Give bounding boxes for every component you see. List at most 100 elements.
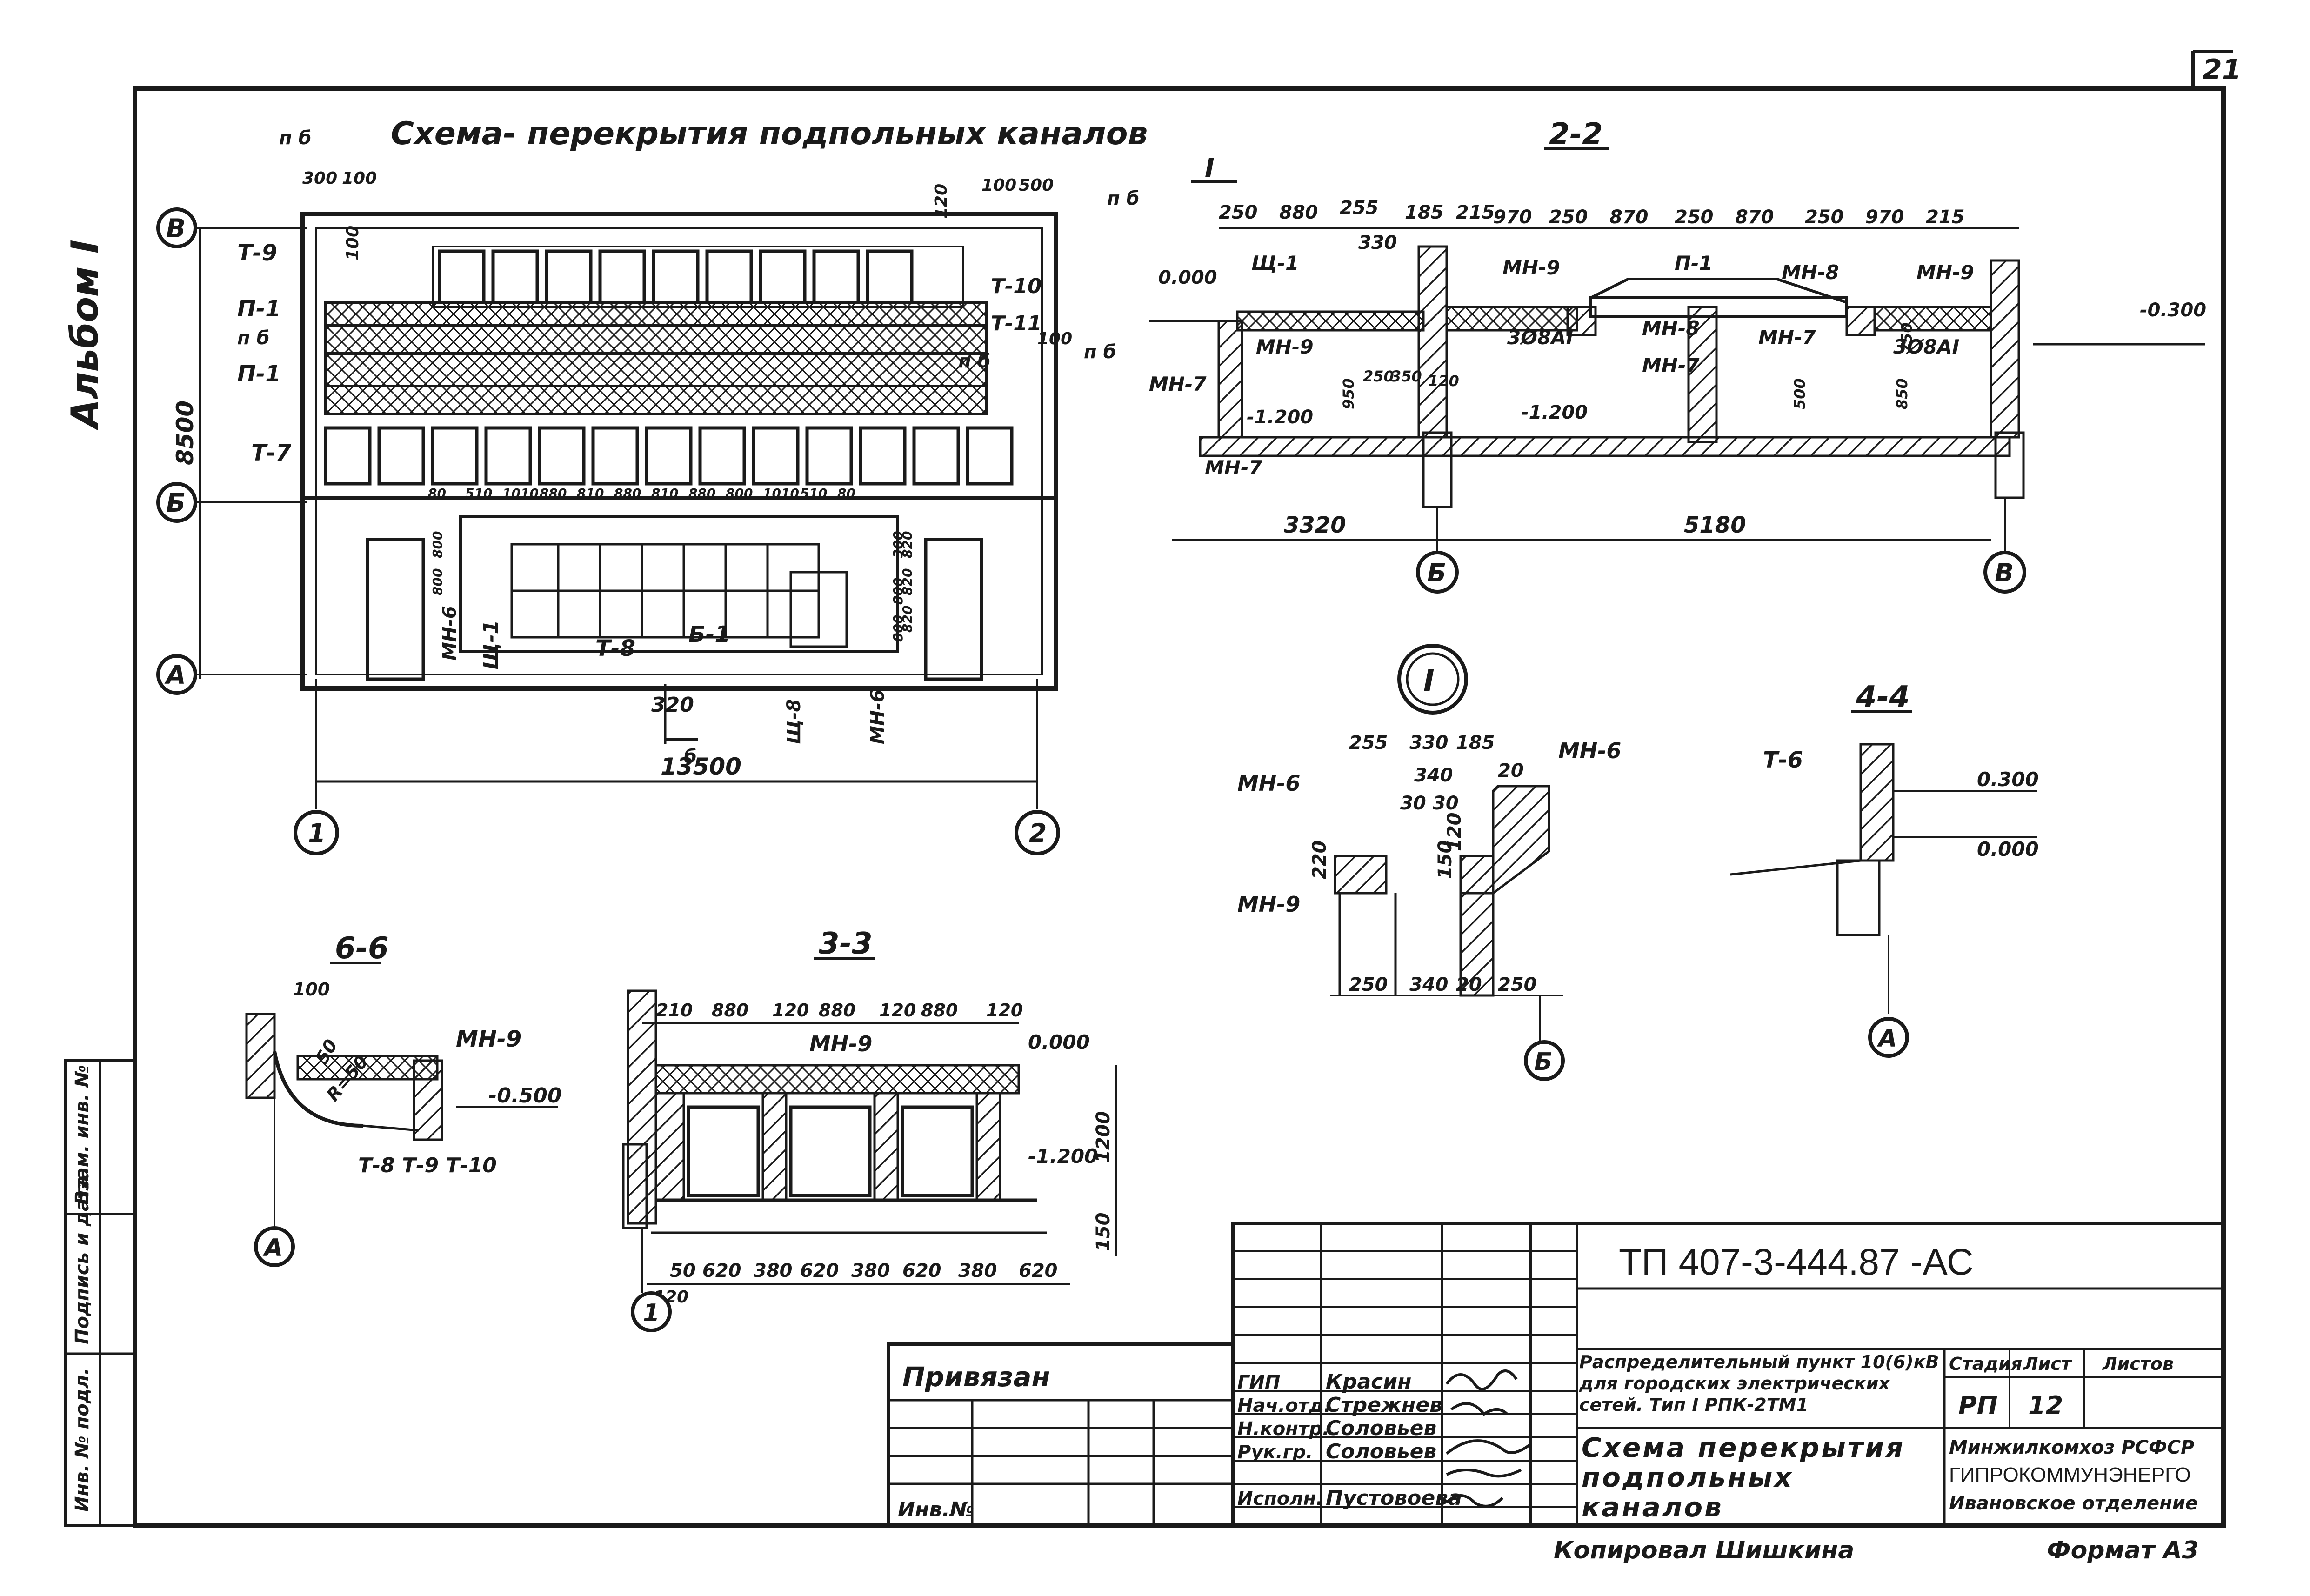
svg-text:Рук.гр.: Рук.гр. [1237, 1442, 1313, 1463]
section-6-6-label-b: Т-8 Т-9 Т-10 [358, 1154, 497, 1177]
side-stamp: Инв. № подл. Подпись и дата Взам. инв. № [64, 1059, 136, 1527]
format-label: Формат А3 [2047, 1536, 2199, 1564]
svg-text:800: 800 [430, 531, 445, 558]
svg-text:880: 880 [712, 1000, 748, 1021]
svg-text:80: 80 [428, 486, 446, 501]
svg-text:870: 870 [1735, 207, 1774, 228]
stamp-names: Красин Стрежнев Соловьев Соловьев Пустов… [1326, 1370, 1462, 1510]
svg-text:255: 255 [1349, 732, 1388, 754]
svg-text:220: 220 [1309, 841, 1330, 880]
stamp-sheet-no: 12 [2028, 1391, 2063, 1420]
section-4-4-label: Т-6 [1763, 747, 1803, 773]
svg-text:620: 620 [902, 1260, 941, 1282]
svg-text:870: 870 [1609, 207, 1649, 228]
svg-text:380: 380 [754, 1260, 793, 1282]
svg-text:-1.200: -1.200 [1247, 407, 1313, 428]
svg-text:820: 820 [900, 606, 915, 633]
plan-dim-bottom: 320 [651, 693, 694, 717]
album-label: Альбом I [63, 240, 107, 431]
detail-I-marker: I [1423, 664, 1435, 698]
svg-text:185: 185 [1405, 202, 1444, 223]
svg-text:1010: 1010 [502, 486, 539, 501]
svg-text:А: А [262, 1234, 283, 1262]
plan-label-sch8: Щ-8 [783, 699, 805, 744]
svg-text:Соловьев: Соловьев [1326, 1416, 1436, 1440]
section-2-2-dim-a: 3320 [1284, 512, 1346, 538]
plan-label-t8: Т-8 [595, 635, 635, 661]
svg-text:210: 210 [656, 1000, 693, 1021]
svg-text:МН-9: МН-9 [1502, 256, 1560, 279]
svg-text:3Ø8АI: 3Ø8АI [1893, 335, 1959, 358]
svg-text:880: 880 [1279, 202, 1318, 223]
section-mark-6: б [684, 746, 697, 768]
side-stamp-sign: Подпись и дата [72, 1175, 93, 1344]
axis-bubble-2: 2 [1015, 810, 1060, 855]
svg-text:П-1: П-1 [1675, 252, 1713, 274]
svg-text:215: 215 [1926, 207, 1965, 228]
section-2-2-dims-top: 250 880 255 185 215 970 250 870 250 870 … [1219, 197, 1965, 254]
svg-text:810: 810 [577, 486, 604, 501]
section-6-6-label-a: МН-9 [456, 1026, 521, 1052]
svg-text:150: 150 [1435, 841, 1456, 880]
section-4-4-level-a: 0.300 [1977, 768, 2039, 791]
section-2-2-labels: Щ-1 МН-9 МН-7 МН-7 МН-9 П-1 МН-8 МН-8 МН… [1149, 252, 1974, 479]
svg-text:100: 100 [1037, 329, 1072, 348]
stamp-stage: РП [1958, 1391, 1998, 1420]
section-3-3-label: МН-9 [809, 1031, 872, 1056]
svg-text:В: В [166, 214, 186, 243]
svg-text:0.000: 0.000 [1158, 267, 1217, 288]
svg-text:500: 500 [1791, 378, 1809, 409]
plan-label-t10: Т-10 [991, 274, 1042, 298]
svg-text:340: 340 [1409, 974, 1449, 995]
section-2-2-dim-b: 5180 [1684, 512, 1746, 538]
svg-text:А: А [1876, 1025, 1897, 1053]
svg-text:330: 330 [1358, 232, 1397, 254]
side-stamp-replace: Взам. инв. № [72, 1065, 93, 1205]
svg-text:750: 750 [1898, 322, 1916, 354]
svg-text:120: 120 [1444, 813, 1465, 852]
svg-text:Б: Б [1534, 1048, 1553, 1076]
svg-text:120: 120 [772, 1000, 809, 1021]
svg-text:250: 250 [1363, 367, 1394, 385]
stamp-org-3: Ивановское отделение [1949, 1493, 2198, 1514]
svg-text:810: 810 [651, 486, 678, 501]
plan-overall-length: 13500 [661, 753, 741, 780]
svg-text:1010: 1010 [763, 486, 799, 501]
svg-text:МН-7: МН-7 [1149, 373, 1207, 395]
svg-text:620: 620 [800, 1260, 839, 1282]
svg-text:510: 510 [800, 486, 827, 501]
detail-I: I 255 330 185 340 30 30 20 220 150 120 2… [1237, 644, 1621, 1081]
svg-text:1: 1 [308, 818, 326, 848]
svg-text:820: 820 [900, 568, 915, 595]
svg-text:50: 50 [670, 1260, 696, 1282]
svg-text:120: 120 [932, 184, 951, 219]
svg-text:150: 150 [1093, 1213, 1114, 1252]
svg-text:МН-7: МН-7 [1205, 456, 1262, 479]
svg-text:100: 100 [293, 979, 330, 1000]
svg-text:250: 250 [1349, 974, 1388, 995]
side-stamp-inv: Инв. № подл. [72, 1368, 93, 1512]
sheet-frame: 2 1 Альбом I [63, 50, 2242, 1528]
svg-text:Красин: Красин [1326, 1370, 1411, 1394]
top-slots [432, 246, 964, 308]
svg-text:МН-9: МН-9 [1237, 892, 1300, 917]
stamp-code: ТП 407-3-444.87 -АС [1619, 1241, 1974, 1282]
svg-text:Н.контр.: Н.контр. [1237, 1418, 1329, 1440]
svg-text:800: 800 [890, 615, 906, 642]
svg-text:380: 380 [851, 1260, 890, 1282]
svg-text:Б: Б [166, 488, 186, 518]
svg-text:20: 20 [1498, 760, 1524, 781]
svg-text:Б: Б [1427, 558, 1446, 588]
stamp-sheets-label: Листов [2102, 1354, 2174, 1374]
svg-text:2: 2 [1029, 818, 1047, 848]
stamp-roles: ГИП Нач.отд. Н.контр. Рук.гр. Исполн. [1237, 1372, 1331, 1509]
svg-text:250: 250 [1675, 207, 1714, 228]
section-3-3-level-b: -1.200 [1028, 1145, 1098, 1168]
svg-text:300: 300 [302, 169, 337, 188]
svg-text:510: 510 [465, 486, 492, 501]
section-3-3-level-a: 0.000 [1028, 1031, 1090, 1054]
svg-text:Щ-1: Щ-1 [1251, 252, 1299, 274]
stamp-stage-label: Стадия [1949, 1354, 2022, 1374]
axis-bubble-v: В [156, 207, 197, 248]
svg-text:950: 950 [1340, 378, 1357, 409]
